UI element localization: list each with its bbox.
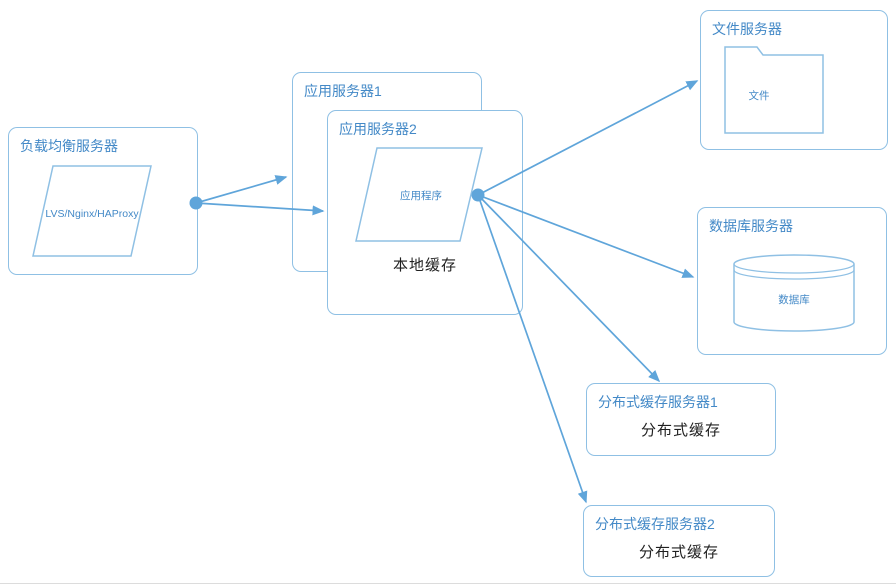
app-server-2-title: 应用服务器2 [339,121,417,137]
node-app-server-2: 应用服务器2 应用程序 本地缓存 [327,110,523,315]
load-balancer-title: 负载均衡服务器 [20,138,118,154]
local-cache-label: 本地缓存 [392,257,457,274]
app-shape-label: 应用程序 [400,189,442,202]
file-shape-label: 文件 [749,89,770,102]
cache-server-1-title: 分布式缓存服务器1 [598,394,718,410]
db-shape-label: 数据库 [778,293,810,306]
parallelogram-icon: LVS/Nginx/HAProxy [32,165,152,257]
node-file-server: 文件服务器 文件 [700,10,888,150]
database-cylinder-icon: 数据库 [733,254,855,332]
cache-server-2-title: 分布式缓存服务器2 [595,516,715,532]
parallelogram-icon: 应用程序 [355,147,483,242]
node-db-server: 数据库服务器 数据库 [697,207,887,355]
file-server-title: 文件服务器 [712,21,782,37]
app-server-1-title: 应用服务器1 [304,83,382,99]
distributed-cache-label-1: 分布式缓存 [640,422,721,439]
node-load-balancer: 负载均衡服务器 LVS/Nginx/HAProxy [8,127,198,275]
distributed-cache-label-2: 分布式缓存 [638,544,719,561]
load-balancer-shape-label: LVS/Nginx/HAProxy [45,208,139,220]
connector-lb-to-app1 [195,175,288,204]
db-server-title: 数据库服务器 [709,218,793,234]
node-cache-server-2: 分布式缓存服务器2 分布式缓存 [583,505,775,577]
folder-icon: 文件 [724,46,824,134]
node-cache-server-1: 分布式缓存服务器1 分布式缓存 [586,383,776,456]
